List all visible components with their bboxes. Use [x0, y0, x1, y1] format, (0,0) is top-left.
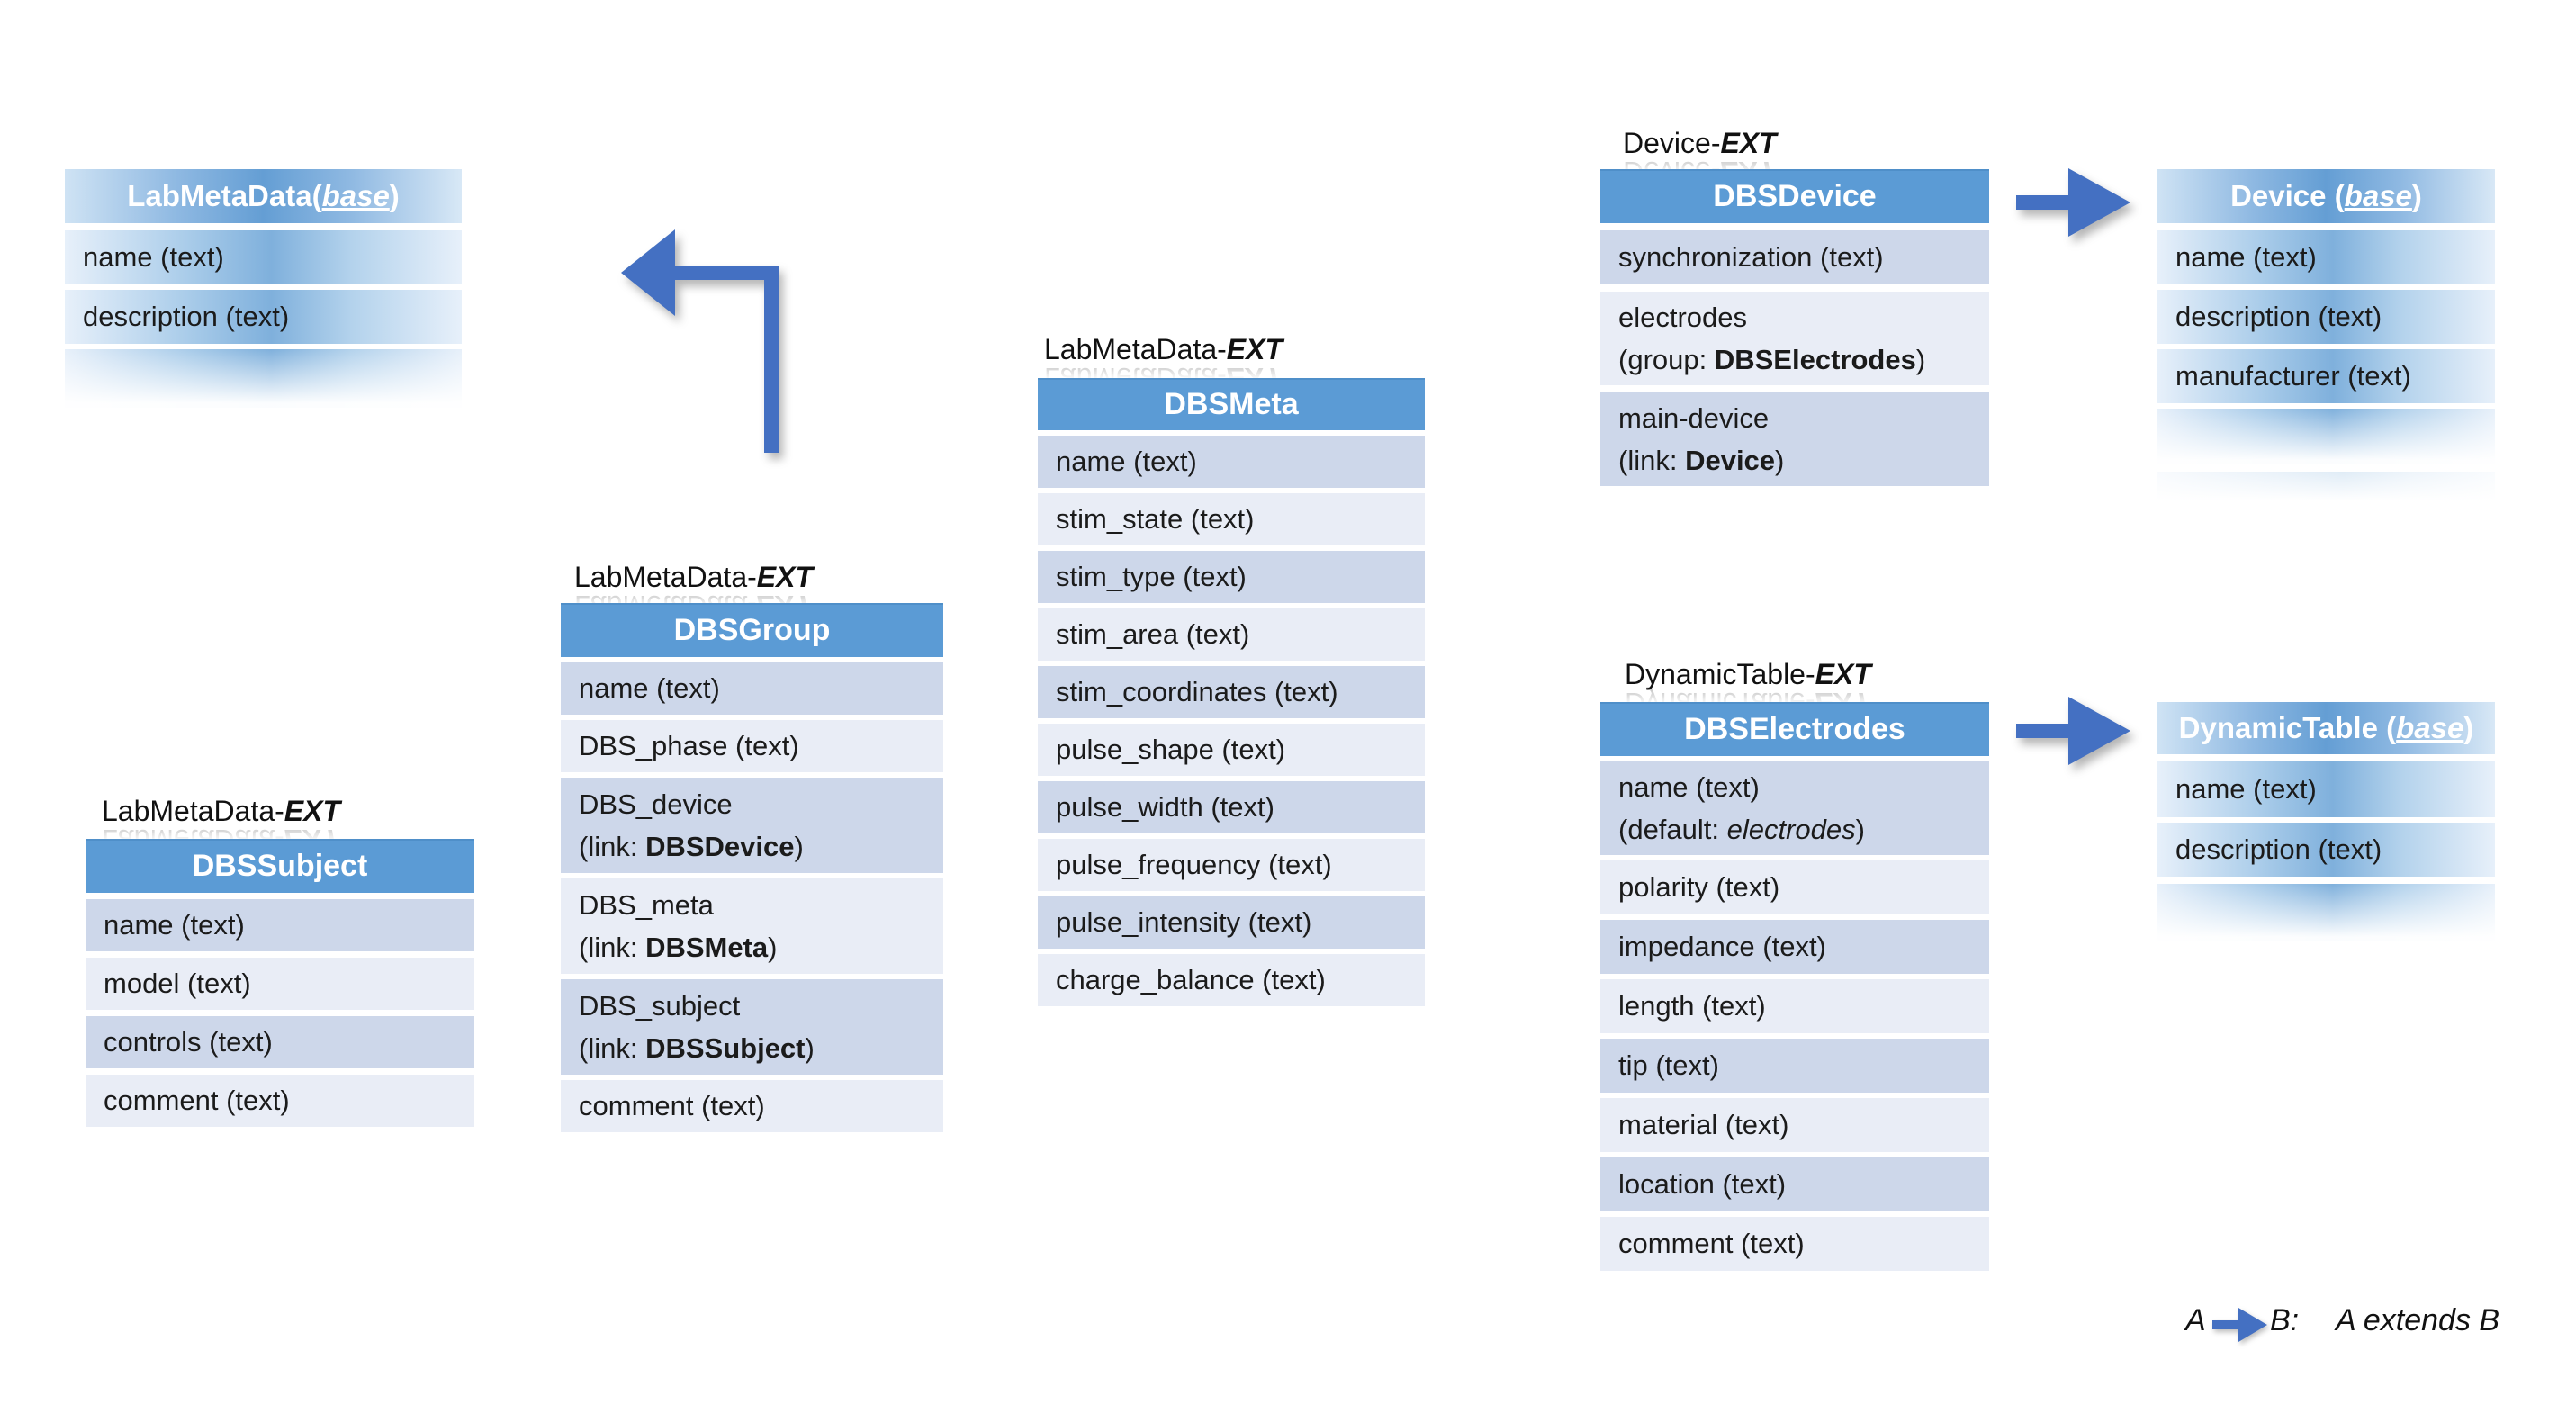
table-row-empty — [2157, 409, 2495, 464]
table-dbsdevice: DBSDevice synchronization (text) electro… — [1600, 169, 1989, 486]
table-row: main-device (link: Device) — [1600, 392, 1989, 486]
table-row: name (text) — [86, 899, 474, 951]
table-row: length (text) — [1600, 979, 1989, 1033]
table-row: pulse_shape (text) — [1038, 724, 1425, 776]
table-row: location (text) — [1600, 1157, 1989, 1211]
table-header: Device (base) — [2157, 169, 2495, 223]
table-row: stim_coordinates (text) — [1038, 666, 1425, 718]
table-row: stim_area (text) — [1038, 608, 1425, 661]
table-header: DBSMeta — [1038, 378, 1425, 430]
table-row: DBS_meta (link: DBSMeta) — [561, 878, 943, 974]
arrowhead-right-icon — [2068, 697, 2130, 765]
table-row: DBS_device (link: DBSDevice) — [561, 778, 943, 873]
table-dbsgroup: DBSGroup name (text) DBS_phase (text) DB… — [561, 603, 943, 1132]
table-row: name (text) — [2157, 761, 2495, 817]
label-text: LabMetaData-EXT — [574, 561, 814, 593]
table-row: electrodes (group: DBSElectrodes) — [1600, 292, 1989, 385]
table-row: comment (text) — [561, 1080, 943, 1132]
table-header: DBSDevice — [1600, 169, 1989, 223]
table-header: DBSElectrodes — [1600, 702, 1989, 756]
table-label-dbssubject: LabMetaData-EXT LabMetaData-EXT — [102, 794, 340, 857]
table-device-base: Device (base) name (text) description (t… — [2157, 169, 2495, 504]
table-row: stim_state (text) — [1038, 493, 1425, 545]
table-row-empty — [2157, 472, 2495, 504]
table-row-empty — [2157, 884, 2495, 941]
table-row: description (text) — [65, 290, 462, 344]
table-header: DBSGroup — [561, 603, 943, 657]
table-label-dbsdevice: Device-EXT Device-EXT — [1623, 126, 1777, 189]
table-label-dbselectrodes: DynamicTable-EXT DynamicTable-EXT — [1625, 657, 1871, 720]
table-row: pulse_intensity (text) — [1038, 896, 1425, 949]
table-row: description (text) — [2157, 823, 2495, 877]
table-row: controls (text) — [86, 1016, 474, 1068]
table-dynamictable-base: DynamicTable (base) name (text) descript… — [2157, 702, 2495, 943]
table-dbsmeta: DBSMeta name (text) stim_state (text) st… — [1038, 378, 1425, 1006]
table-row: charge_balance (text) — [1038, 954, 1425, 1006]
table-dbssubject: DBSSubject name (text) model (text) cont… — [86, 839, 474, 1127]
table-row: name (text) (default: electrodes) — [1600, 761, 1989, 855]
arrowhead-left-icon — [621, 230, 675, 316]
extends-arrow-device — [2016, 168, 2133, 240]
label-text: DynamicTable-EXT — [1625, 658, 1871, 690]
table-row: model (text) — [86, 958, 474, 1010]
extends-arrow-elbow — [621, 230, 783, 454]
table-row: impedance (text) — [1600, 920, 1989, 974]
table-header: DynamicTable (base) — [2157, 702, 2495, 754]
table-dbselectrodes: DBSElectrodes name (text) (default: elec… — [1600, 702, 1989, 1271]
table-row: DBS_phase (text) — [561, 720, 943, 772]
table-label-dbsgroup: LabMetaData-EXT LabMetaData-EXT — [574, 560, 813, 623]
arrowhead-right-icon — [2238, 1308, 2267, 1342]
extends-arrow-dynamictable — [2016, 697, 2133, 769]
table-row: stim_type (text) — [1038, 551, 1425, 603]
table-label-dbsmeta: LabMetaData-EXT LabMetaData-EXT — [1044, 332, 1283, 395]
table-row: material (text) — [1600, 1098, 1989, 1152]
table-row: name (text) — [65, 230, 462, 284]
table-row-empty — [65, 349, 462, 408]
legend-description: A extends B — [2336, 1303, 2500, 1337]
table-labmetadata-base: LabMetaData(base) name (text) descriptio… — [65, 169, 462, 408]
label-text: LabMetaData-EXT — [1044, 333, 1283, 365]
table-header: LabMetaData(base) — [65, 169, 462, 223]
table-row: name (text) — [1038, 436, 1425, 488]
table-row: pulse_frequency (text) — [1038, 839, 1425, 891]
table-row: DBS_subject (link: DBSSubject) — [561, 979, 943, 1075]
table-row: manufacturer (text) — [2157, 349, 2495, 403]
table-row: name (text) — [561, 662, 943, 715]
table-row: comment (text) — [1600, 1217, 1989, 1271]
table-row: description (text) — [2157, 290, 2495, 344]
table-row: pulse_width (text) — [1038, 781, 1425, 833]
table-row: comment (text) — [86, 1075, 474, 1127]
table-row: tip (text) — [1600, 1039, 1989, 1093]
table-row: name (text) — [2157, 230, 2495, 284]
legend-extends-arrow — [2212, 1308, 2275, 1344]
table-row: synchronization (text) — [1600, 230, 1989, 284]
table-header: DBSSubject — [86, 839, 474, 893]
label-text: LabMetaData-EXT — [102, 795, 341, 827]
table-row: polarity (text) — [1600, 860, 1989, 914]
label-text: Device-EXT — [1623, 127, 1777, 159]
arrowhead-right-icon — [2068, 168, 2130, 237]
legend-b: B: — [2270, 1303, 2300, 1337]
legend-a: A — [2185, 1303, 2206, 1337]
